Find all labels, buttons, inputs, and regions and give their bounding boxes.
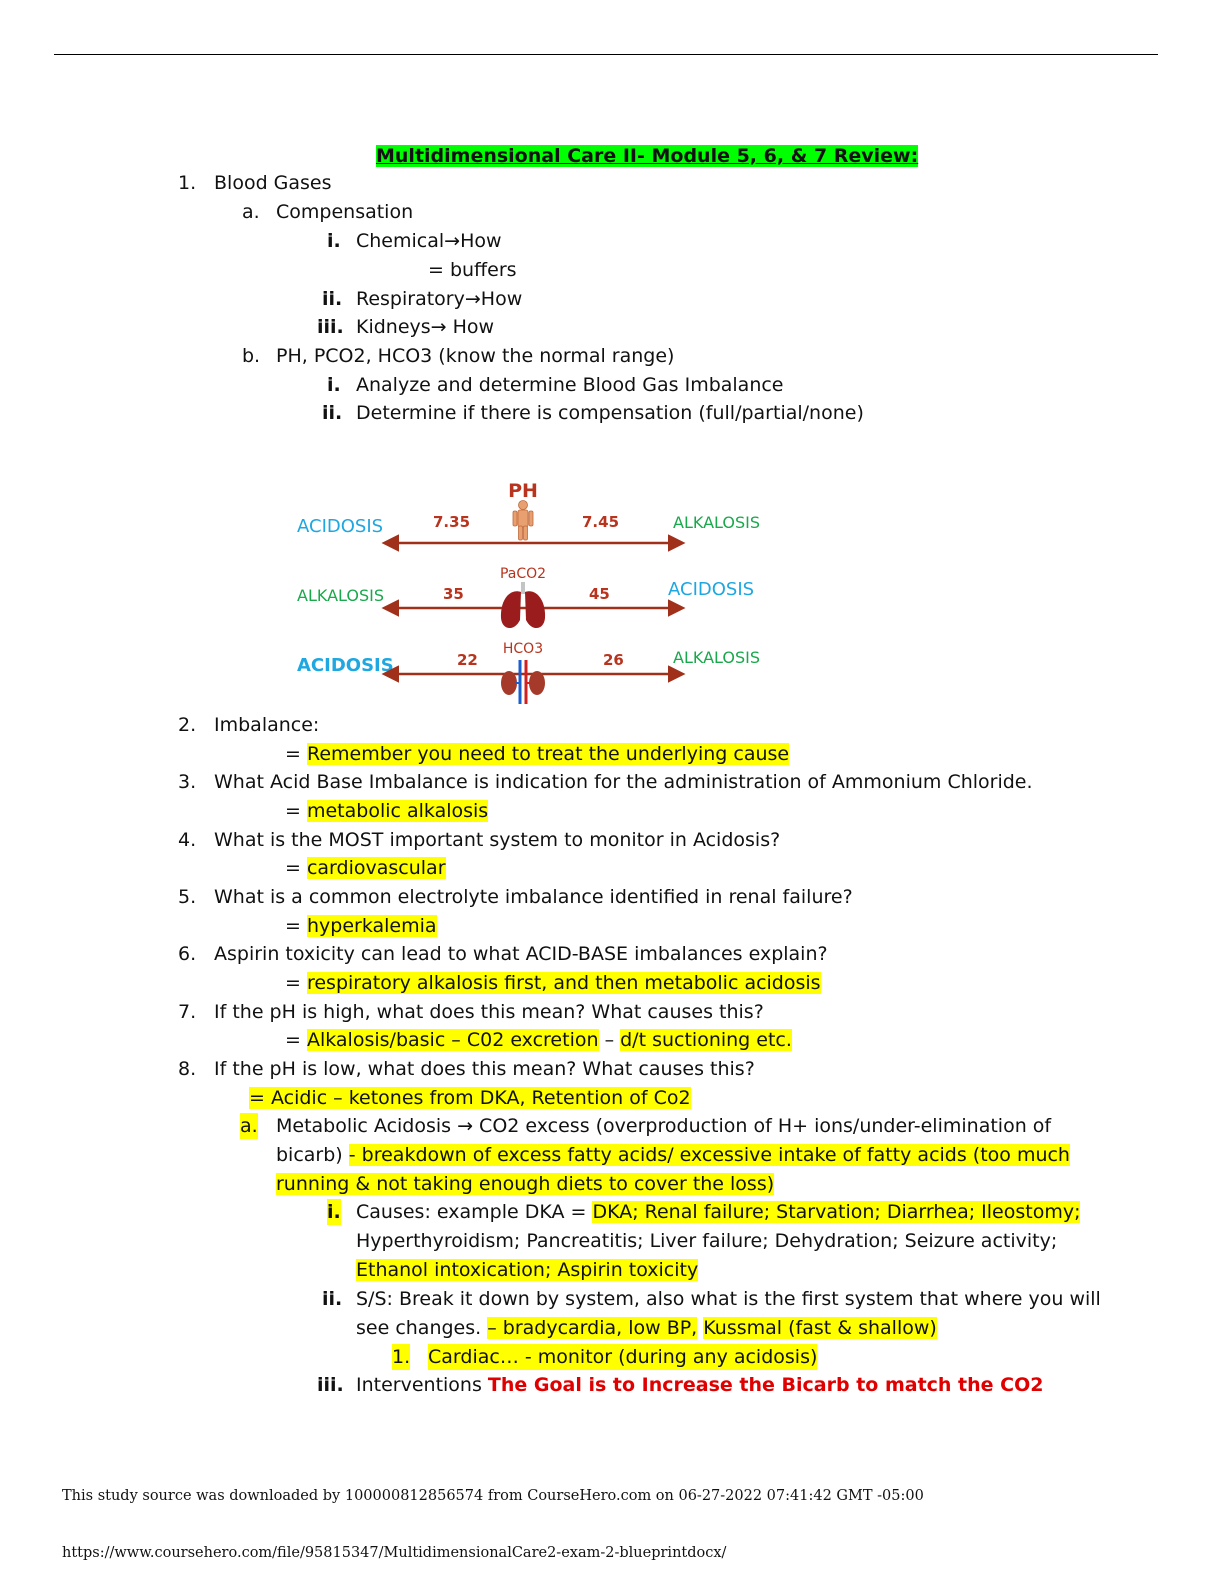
q8a-i-highlight-3: Ethanol intoxication; Aspirin toxicity	[356, 1259, 699, 1281]
q6-answer-line: = respiratory alkalosis first, and then …	[285, 972, 821, 994]
q6-answer: respiratory alkalosis first, and then me…	[306, 972, 821, 994]
ph-right-label: ALKALOSIS	[673, 513, 760, 532]
q8a-iii-goal: The Goal is to Increase the Bicarb to ma…	[487, 1374, 1044, 1396]
section-1a-i-text: Chemical→How	[356, 230, 502, 252]
human-body-icon	[512, 500, 534, 541]
q3-answer: metabolic alkalosis	[306, 800, 489, 822]
q7-text: If the pH is high, what does this mean? …	[214, 1001, 764, 1023]
section-1a-i-sub: = buffers	[428, 259, 517, 281]
q5-text: What is a common electrolyte imbalance i…	[214, 886, 853, 908]
q8a-line-3: running & not taking enough diets to cov…	[276, 1173, 775, 1195]
q8a-iii-line: Interventions The Goal is to Increase th…	[356, 1372, 1043, 1398]
section-1a-i-marker: i.	[327, 230, 341, 252]
section-1a-iii-text: Kidneys→ How	[356, 316, 495, 338]
top-rule	[54, 54, 1158, 55]
q8a-i-line-1: Causes: example DKA = DKA; Renal failure…	[356, 1199, 1081, 1225]
lungs-icon	[500, 582, 546, 629]
q8a-i-line-2: Hyperthyroidism; Pancreatitis; Liver fai…	[356, 1230, 1058, 1252]
q6-number: 6.	[178, 943, 197, 965]
section-1b-marker: b.	[242, 345, 261, 367]
paco2-label: PaCO2	[500, 566, 546, 582]
q4-answer: cardiovascular	[306, 857, 446, 879]
q8-answer: = Acidic – ketones from DKA, Retention o…	[249, 1087, 691, 1109]
q5-number: 5.	[178, 886, 197, 908]
q7-answer-line: = Alkalosis/basic – C02 excretion – d/t …	[285, 1029, 792, 1051]
section-1a-iii-marker: iii.	[317, 316, 344, 338]
source-url[interactable]: https://www.coursehero.com/file/95815347…	[62, 1545, 727, 1561]
q8a-ii-line-2a: see changes.	[356, 1317, 488, 1339]
q6-text: Aspirin toxicity can lead to what ACID-B…	[214, 943, 828, 965]
section-1a-marker: a.	[242, 201, 260, 223]
hco3-left-label: ACIDOSIS	[297, 655, 394, 676]
section-1b-i-marker: i.	[327, 374, 341, 396]
hco3-low-value: 22	[457, 651, 478, 669]
paco2-right-label: ACIDOSIS	[668, 579, 754, 600]
q7-number: 7.	[178, 1001, 197, 1023]
hco3-label: HCO3	[503, 641, 543, 657]
hco3-high-value: 26	[603, 651, 624, 669]
section-1b-i-text: Analyze and determine Blood Gas Imbalanc…	[356, 374, 784, 396]
q8a-line-3-wrap: running & not taking enough diets to cov…	[276, 1171, 775, 1197]
q8a-ii-marker: ii.	[322, 1288, 343, 1310]
q5-answer: hyperkalemia	[306, 915, 437, 937]
section-1b-ii-text: Determine if there is compensation (full…	[356, 402, 864, 424]
q7-answer-2: d/t suctioning etc.	[620, 1029, 792, 1051]
q8a-line-1: Metabolic Acidosis → CO2 excess (overpro…	[276, 1115, 1052, 1137]
q8a-ii-sub-text: Cardiac… - monitor (during any acidosis)	[428, 1344, 818, 1370]
q3-text: What Acid Base Imbalance is indication f…	[214, 771, 1033, 793]
ph-low-value: 7.35	[433, 513, 470, 531]
q3-answer-line: = metabolic alkalosis	[285, 800, 489, 822]
q8a-marker: a.	[240, 1113, 258, 1139]
section-1a-text: Compensation	[276, 201, 414, 223]
q8a-i-line-3-wrap: Ethanol intoxication; Aspirin toxicity	[356, 1257, 699, 1283]
q8-number: 8.	[178, 1058, 197, 1080]
q8a-ii-highlight-2b: Kussmal (fast & shallow)	[703, 1317, 937, 1339]
q8a-i-highlight-1: DKA; Renal failure; Starvation; Diarrhea…	[592, 1201, 1081, 1223]
q2-number: 2.	[178, 714, 197, 736]
document-title: Multidimensional Care II- Module 5, 6, &…	[376, 145, 919, 167]
ph-label: PH	[508, 480, 538, 502]
section-1-text: Blood Gases	[214, 172, 332, 194]
section-1-number: 1.	[178, 172, 197, 194]
section-1a-ii-text: Respiratory→How	[356, 288, 523, 310]
kidneys-icon	[501, 660, 545, 704]
q4-text: What is the MOST important system to mon…	[214, 829, 781, 851]
q4-number: 4.	[178, 829, 197, 851]
section-1a-ii-marker: ii.	[322, 288, 343, 310]
download-notice: This study source was downloaded by 1000…	[62, 1488, 924, 1504]
hco3-right-label: ALKALOSIS	[673, 648, 760, 667]
ph-high-value: 7.45	[582, 513, 619, 531]
q8-text: If the pH is low, what does this mean? W…	[214, 1058, 755, 1080]
paco2-low-value: 35	[443, 585, 464, 603]
q8a-ii-sub-number: 1.	[392, 1344, 411, 1370]
paco2-left-label: ALKALOSIS	[297, 586, 384, 605]
q8a-ii-highlight-2a: – bradycardia, low BP,	[487, 1317, 698, 1339]
q8-answer-line: = Acidic – ketones from DKA, Retention o…	[249, 1085, 691, 1111]
q8a-iii-marker: iii.	[317, 1374, 344, 1396]
q8a-i-marker: i.	[327, 1199, 341, 1225]
blood-gas-diagram: PH ACIDOSIS 7.35 7.45 ALKALOSIS PaCO2 AL…	[297, 480, 760, 704]
q2-answer-line: = Remember you need to treat the underly…	[285, 743, 790, 765]
q3-number: 3.	[178, 771, 197, 793]
q2-answer: Remember you need to treat the underlyin…	[306, 743, 790, 765]
section-1b-text: PH, PCO2, HCO3 (know the normal range)	[276, 345, 675, 367]
q5-answer-line: = hyperkalemia	[285, 915, 437, 937]
q8a-line-2b: - breakdown of excess fatty acids/ exces…	[348, 1144, 1070, 1166]
q8a-line-2a: bicarb)	[276, 1144, 349, 1166]
q8a-i-prefix: Causes: example DKA =	[356, 1201, 593, 1223]
q8a-ii-line-2: see changes. – bradycardia, low BP, Kuss…	[356, 1315, 937, 1341]
q7-separator: –	[598, 1029, 621, 1051]
ph-left-label: ACIDOSIS	[297, 516, 383, 537]
paco2-high-value: 45	[589, 585, 610, 603]
q8a-iii-text: Interventions	[356, 1374, 488, 1396]
q4-answer-line: = cardiovascular	[285, 857, 446, 879]
q7-answer-1: Alkalosis/basic – C02 excretion	[306, 1029, 599, 1051]
q8a-ii-line-1: S/S: Break it down by system, also what …	[356, 1288, 1101, 1310]
section-1b-ii-marker: ii.	[322, 402, 343, 424]
q8a-line-2: bicarb) - breakdown of excess fatty acid…	[276, 1142, 1070, 1168]
q2-text: Imbalance:	[214, 714, 320, 736]
